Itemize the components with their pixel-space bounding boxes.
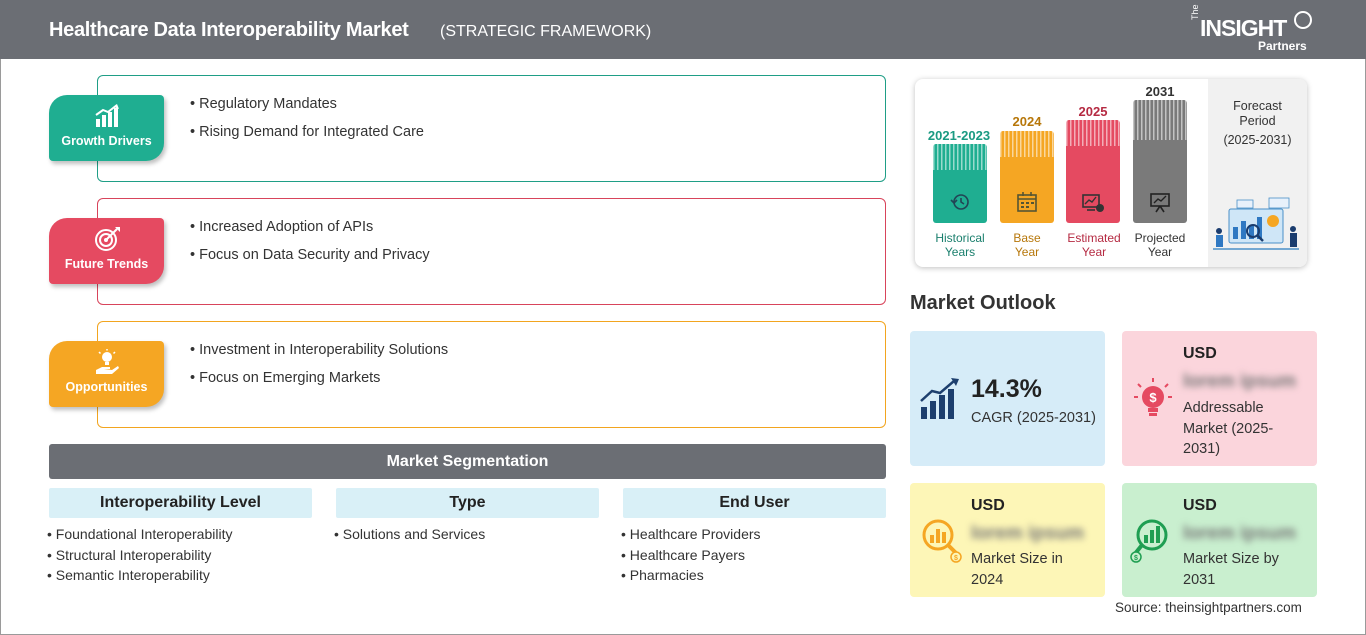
list-item: Focus on Emerging Markets	[190, 370, 448, 398]
list-item: Rising Demand for Integrated Care	[190, 124, 424, 152]
list-item: Healthcare Providers	[621, 526, 761, 547]
list-item: Foundational Interoperability	[47, 526, 233, 547]
addressable-market-box: $ USD lorem ipsum Addressable Market (20…	[1122, 331, 1317, 466]
header-bar: Healthcare Data Interoperability Market …	[0, 0, 1366, 59]
growth-drivers-card: Regulatory Mandates Rising Demand for In…	[97, 75, 886, 182]
logo-partners: Partners	[1258, 39, 1307, 53]
size2024-label: Market Size in 2024	[971, 551, 1063, 588]
timeline-bar-projected	[1133, 100, 1187, 223]
forecast-period-label: Forecast Period	[1233, 99, 1282, 128]
size2031-value: lorem ipsum	[1183, 523, 1296, 544]
segment-list-type: Solutions and Services	[334, 526, 485, 547]
timeline-bar-historical	[933, 144, 987, 223]
svg-text:$: $	[1149, 390, 1157, 405]
timeline-bar-base	[1000, 131, 1054, 223]
segment-heading-end-user: End User	[623, 488, 886, 518]
growth-drivers-badge: Growth Drivers	[49, 95, 164, 161]
timeline-label-projected: Projected Year	[1134, 231, 1186, 259]
forecast-period-range: (2025-2031)	[1223, 133, 1292, 147]
growth-chart-icon	[920, 378, 959, 419]
magnifier-chart-icon: $	[922, 519, 962, 563]
magnifier-growth-icon: $	[1130, 519, 1168, 563]
calendar-icon	[1017, 192, 1037, 212]
list-item: Solutions and Services	[334, 526, 485, 547]
growth-drivers-label: Growth Drivers	[61, 134, 152, 148]
target-icon	[95, 227, 120, 251]
cagr-box: 14.3% CAGR (2025-2031)	[910, 331, 1105, 466]
logo-ring-icon	[1294, 11, 1312, 29]
timeline-label-estimated: Estimated Year	[1067, 231, 1121, 259]
timeline-bar-estimated	[1066, 120, 1120, 223]
page-subtitle: (STRATEGIC FRAMEWORK)	[440, 23, 652, 40]
list-item: Structural Interoperability	[47, 547, 232, 568]
size2024-value: lorem ipsum	[971, 523, 1084, 544]
opportunities-card: Investment in Interoperability Solutions…	[97, 321, 886, 428]
market-size-2031-box: $ USD lorem ipsum Market Size by 2031	[1122, 483, 1317, 597]
segment-list-interoperability-level: Foundational Interoperability Structural…	[47, 526, 233, 588]
list-item: Regulatory Mandates	[190, 96, 424, 124]
market-segmentation-bar: Market Segmentation	[49, 444, 886, 479]
timeline-year-projected: 2031	[1145, 84, 1175, 99]
timeline-label-historical: Historical Years	[935, 231, 985, 259]
list-item: Semantic Interoperability	[47, 567, 232, 588]
opportunities-label: Opportunities	[65, 380, 148, 394]
presentation-chart-icon	[1150, 193, 1170, 213]
logo-insight: INSIGHT	[1200, 15, 1287, 41]
segment-list-end-user: Healthcare Providers Healthcare Payers P…	[621, 526, 761, 588]
history-clock-icon	[950, 194, 969, 210]
addressable-label: Addressable Market (2025- 2031)	[1183, 400, 1274, 457]
timeline-panel: 2021-2023 Historical Years 2024 Base Yea…	[915, 79, 1307, 267]
svg-text:$: $	[1134, 555, 1138, 562]
future-trends-label: Future Trends	[64, 257, 149, 271]
source-citation: Source: theinsightpartners.com	[1115, 600, 1302, 615]
market-outlook-title: Market Outlook	[910, 292, 1056, 314]
analyst-dashboard-illustration	[1213, 197, 1299, 250]
timeline-year-base: 2024	[1012, 114, 1042, 129]
timeline-label-base: Base Year	[1013, 231, 1041, 259]
list-item: Healthcare Payers	[621, 547, 761, 568]
svg-text:$: $	[954, 555, 958, 562]
growth-drivers-list: Regulatory Mandates Rising Demand for In…	[190, 96, 424, 152]
timeline-year-estimated: 2025	[1078, 104, 1108, 119]
cagr-value: 14.3%	[971, 375, 1042, 403]
size2031-label: Market Size by 2031	[1183, 551, 1279, 588]
size2024-currency: USD	[971, 497, 1005, 514]
addressable-value: lorem ipsum	[1183, 371, 1296, 392]
analytics-icon	[1082, 194, 1104, 212]
future-trends-list: Increased Adoption of APIs Focus on Data…	[190, 219, 430, 275]
market-size-2024-box: $ USD lorem ipsum Market Size in 2024	[910, 483, 1105, 597]
opportunities-badge: Opportunities	[49, 341, 164, 407]
segment-heading-type: Type	[336, 488, 599, 518]
list-item: Focus on Data Security and Privacy	[190, 247, 430, 275]
future-trends-badge: Future Trends	[49, 218, 164, 284]
insight-partners-logo: The INSIGHT Partners	[1190, 4, 1320, 54]
segment-heading-interoperability-level: Interoperability Level	[49, 488, 312, 518]
logo-the: The	[1190, 4, 1200, 20]
timeline-year-historical: 2021-2023	[927, 128, 991, 143]
cagr-label: CAGR (2025-2031)	[971, 410, 1096, 426]
list-item: Pharmacies	[621, 567, 761, 588]
dollar-lightbulb-icon: $	[1134, 378, 1172, 416]
future-trends-card: Increased Adoption of APIs Focus on Data…	[97, 198, 886, 305]
addressable-currency: USD	[1183, 345, 1217, 362]
hand-lightbulb-icon	[96, 349, 119, 374]
size2031-currency: USD	[1183, 497, 1217, 514]
page-title: Healthcare Data Interoperability Market	[49, 19, 409, 41]
opportunities-list: Investment in Interoperability Solutions…	[190, 342, 448, 398]
list-item: Increased Adoption of APIs	[190, 219, 430, 247]
list-item: Investment in Interoperability Solutions	[190, 342, 448, 370]
bar-chart-growth-icon	[95, 104, 119, 127]
